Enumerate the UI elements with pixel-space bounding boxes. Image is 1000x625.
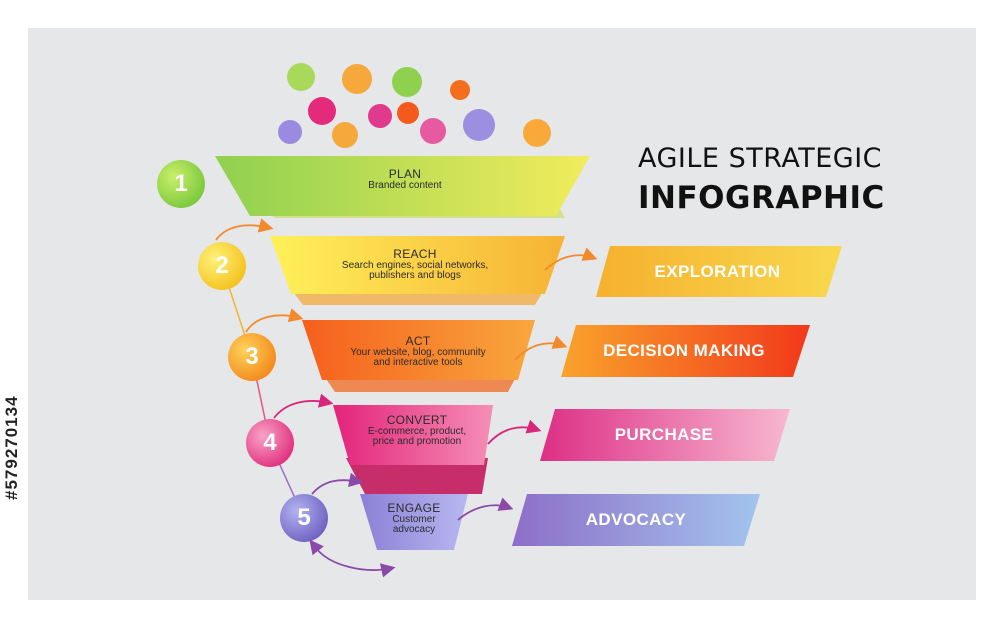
ball bbox=[397, 102, 419, 124]
stage-convert-shape bbox=[333, 405, 493, 465]
ball bbox=[463, 109, 495, 141]
ball bbox=[308, 97, 336, 125]
banner-advocacy-shape bbox=[512, 494, 760, 546]
arrow-loop-engage bbox=[309, 539, 396, 578]
ball bbox=[342, 64, 372, 94]
step-2-circle bbox=[198, 242, 246, 290]
arrow-to-exploration bbox=[544, 247, 598, 271]
stage-engage-subtitle-line: advocacy bbox=[392, 524, 436, 536]
stage-convert-subtitle-line: price and promotion bbox=[372, 436, 462, 448]
stage-act-subtitle-line: Your website, blog, community bbox=[350, 346, 486, 358]
stage-reach-subtitle-line: Search engines, social networks, bbox=[341, 259, 489, 271]
stage-convert-title: CONVERT bbox=[386, 413, 448, 427]
ball bbox=[450, 80, 470, 100]
step-4-number: 4 bbox=[263, 429, 277, 456]
banner-exploration-shape bbox=[596, 246, 842, 297]
stage-plan-subtitle-line: Branded content bbox=[368, 179, 442, 191]
arrow-to-convert bbox=[273, 393, 334, 419]
stage-act-title: ACT bbox=[405, 334, 431, 348]
stage-reach-shape bbox=[270, 236, 565, 294]
stage-engage-title: ENGAGE bbox=[387, 501, 441, 515]
banner-advocacy-label: ADVOCACY bbox=[585, 510, 687, 529]
step-2-number: 2 bbox=[215, 252, 229, 279]
ball bbox=[523, 119, 551, 147]
banner-exploration-label: EXPLORATION bbox=[654, 262, 781, 281]
step-1-number: 1 bbox=[174, 170, 188, 197]
stage-reach-subtitle-line: publishers and blogs bbox=[369, 270, 461, 282]
arrow-to-purchase bbox=[487, 419, 542, 445]
stage-convert-subtitle-line: E-commerce, product, bbox=[367, 425, 467, 437]
ball bbox=[420, 118, 446, 144]
step-3-circle bbox=[228, 333, 276, 381]
arrow-to-engage bbox=[311, 472, 364, 495]
stage-act-text: ACT Your website, blog, community and in… bbox=[333, 335, 503, 369]
stock-id: #579270134 bbox=[2, 395, 21, 500]
stage-reach-title: REACH bbox=[393, 247, 437, 261]
stage-engage-shape bbox=[360, 494, 468, 550]
arrow-to-act bbox=[245, 308, 304, 333]
ball bbox=[332, 122, 358, 148]
banner-decision-shape bbox=[561, 325, 810, 377]
title-line-1: AGILE STRATEGIC bbox=[638, 143, 883, 174]
stage-engage-subtitle-line: Customer bbox=[392, 513, 436, 525]
stage-plan-text: PLAN Branded content bbox=[330, 168, 480, 191]
step-5-number: 5 bbox=[297, 504, 311, 531]
step-5-circle bbox=[280, 494, 328, 542]
arrow-to-reach bbox=[215, 218, 274, 241]
stage-act-subtitle-line: and interactive tools bbox=[373, 357, 463, 369]
step-4-circle bbox=[246, 419, 294, 467]
arrows bbox=[215, 218, 598, 578]
stage-plan-shape bbox=[215, 156, 590, 216]
decorative-balls bbox=[278, 63, 551, 148]
ball bbox=[392, 67, 422, 97]
stage-plan-title: PLAN bbox=[388, 167, 422, 181]
title-line-2: INFOGRAPHIC bbox=[638, 180, 885, 216]
stage-act-shape bbox=[302, 320, 535, 380]
banner-decision-label: DECISION MAKING bbox=[603, 341, 765, 360]
step-1-circle bbox=[157, 160, 205, 208]
ball bbox=[278, 120, 302, 144]
banner-purchase-shape bbox=[540, 409, 790, 461]
stage-reach-text: REACH Search engines, social networks, p… bbox=[320, 248, 510, 282]
ball bbox=[287, 63, 315, 91]
arrow-to-advocacy bbox=[457, 497, 514, 521]
connector-convert-engage bbox=[346, 458, 488, 494]
step-3-number: 3 bbox=[245, 343, 259, 370]
arrow-to-decision bbox=[514, 335, 568, 361]
step-circles bbox=[157, 160, 328, 542]
funnel bbox=[215, 156, 590, 550]
banner-purchase-label: PURCHASE bbox=[614, 425, 714, 444]
stage-engage-text: ENGAGE Customer advocacy bbox=[368, 502, 460, 536]
stage-convert-text: CONVERT E-commerce, product, price and p… bbox=[352, 414, 482, 448]
ball bbox=[368, 104, 392, 128]
banners bbox=[512, 246, 842, 546]
